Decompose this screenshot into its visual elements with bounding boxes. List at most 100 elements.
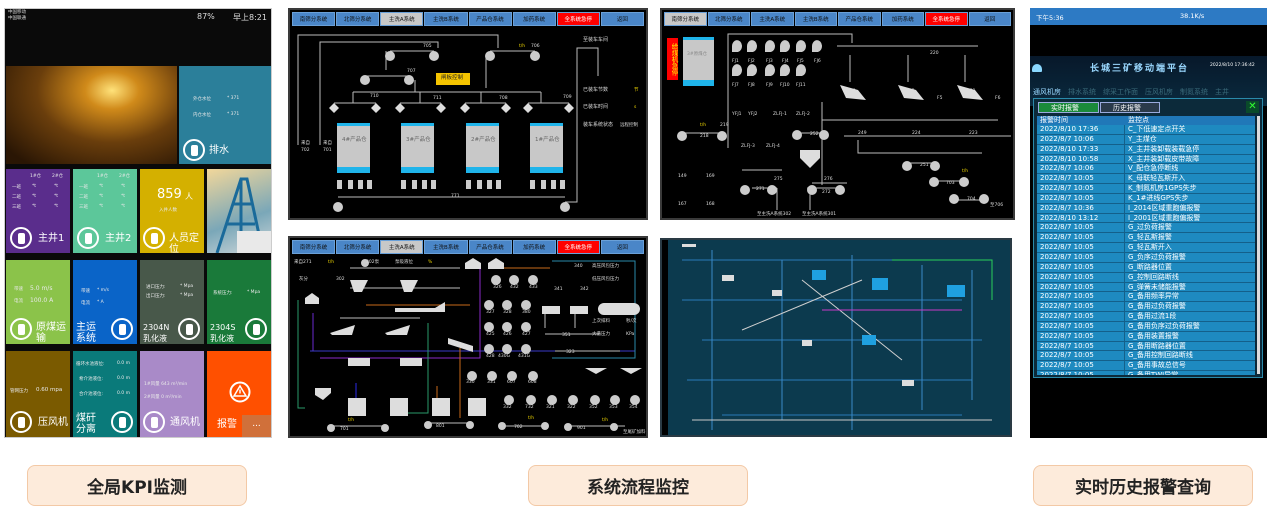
tab-2[interactable]: 主洗A系统 — [380, 240, 424, 254]
alarm-time: 2022/8/10 13:12 — [1037, 213, 1125, 223]
tile-main-transport[interactable]: 带速* m/s 电流* A 主运系统 — [73, 260, 137, 344]
tab-0[interactable]: 南筛分系统 — [292, 12, 336, 26]
nav-compressor[interactable]: 压风机房 — [1145, 88, 1173, 96]
realtime-alarm-tab[interactable]: 实时报警 — [1038, 102, 1099, 113]
tab-6[interactable]: 全系统急停 — [556, 12, 600, 26]
close-icon[interactable]: ✕ — [1246, 101, 1259, 113]
tile-personnel[interactable]: 859 人 入井人数 人员定位 — [140, 169, 204, 253]
tab-3[interactable]: 主洗B系统 — [424, 240, 468, 254]
diagram-label: YFJ2 — [748, 112, 758, 117]
tab-5[interactable]: 加药系统 — [512, 12, 556, 26]
product-bins — [337, 123, 565, 189]
tab-4[interactable]: 产品仓系统 — [468, 12, 512, 26]
tile-emulsion-2304s[interactable]: 系统压力:* Mpa 2304S乳化液 — [207, 260, 271, 344]
hoist-icon — [10, 227, 32, 249]
tab-7[interactable]: 返回 — [600, 12, 644, 26]
nav-mining-face[interactable]: 综采工作面 — [1103, 88, 1138, 96]
diagram-label: ZLFJ-2 — [796, 112, 810, 117]
alarm-time: 2022/8/7 10:05 — [1037, 312, 1125, 321]
nav-main-shaft[interactable]: 主井 — [1215, 88, 1229, 96]
diagram-label: 427 — [522, 332, 531, 337]
tab-1[interactable]: 北筛分系统 — [336, 12, 380, 26]
tile-drainage[interactable]: 外仓水位 * 371 内仓水位 * 371 排水 — [179, 66, 271, 164]
feeder-emergency-stop-button[interactable]: 给煤机急停 — [667, 38, 678, 80]
tab-7[interactable]: 返回 — [968, 12, 1011, 26]
nav-ventilation[interactable]: 通风机房 — [1033, 88, 1061, 96]
diagram-label: 608 — [528, 380, 537, 385]
tab-7[interactable]: 返回 — [600, 240, 644, 254]
diagram-label[interactable]: 闸板控制 — [441, 75, 464, 81]
tab-3[interactable]: 主洗B系统 — [424, 12, 468, 26]
tab-1[interactable]: 北筛分系统 — [707, 12, 750, 26]
tile-alarm[interactable]: 报警 ... — [207, 351, 271, 437]
nav-nitrogen[interactable]: 制氮系统 — [1180, 88, 1208, 96]
diagram-label: 354 — [629, 405, 638, 410]
tab-1[interactable]: 北筛分系统 — [336, 240, 380, 254]
diagram-label: 428 — [486, 354, 495, 359]
scrollbar[interactable] — [1257, 116, 1260, 374]
diagram-label: ZLFJ-1 — [773, 112, 787, 117]
tab-0[interactable]: 南筛分系统 — [664, 12, 707, 26]
tab-4[interactable]: 产品仓系统 — [468, 240, 512, 254]
diagram-label: 351 — [562, 333, 571, 338]
tab-5[interactable]: 加药系统 — [512, 240, 556, 254]
tab-4[interactable]: 产品仓系统 — [838, 12, 881, 26]
tile-title: 排水 — [209, 145, 229, 156]
tile-gangue-separation[interactable]: 循环水池液位:0.0 m 希介池液位:0.0 m 合介池液位:0.0 m 煤矸分… — [73, 351, 137, 437]
tile-ventilation-fan[interactable]: 1#风量 643 m³/min 2#风量 0 m³/min 通风机 — [140, 351, 204, 437]
table-row[interactable]: 2022/8/7 10:05G_备用TWJ异常 — [1037, 371, 1255, 375]
tab-5[interactable]: 加药系统 — [881, 12, 924, 26]
diagram-label: 771 — [451, 194, 460, 199]
history-alarm-tab[interactable]: 历史报警 — [1100, 102, 1160, 113]
diagram-label: 灰分 — [299, 277, 308, 282]
table-header: 报警时间 监控点 — [1037, 116, 1255, 125]
mine-tunnel-photo — [6, 66, 177, 164]
diagram-label: 远程控制 — [620, 123, 638, 128]
alarm-point: I_2001区域重跑偏报警 — [1128, 213, 1201, 222]
nav-drainage[interactable]: 排水系统 — [1068, 88, 1096, 96]
tab-6[interactable]: 全系统急停 — [925, 12, 968, 26]
tab-0[interactable]: 南筛分系统 — [292, 240, 336, 254]
bell-icon[interactable] — [1032, 64, 1042, 72]
tile-title: 2304N乳化液 — [143, 323, 170, 343]
diagram-label: FJ10 — [780, 83, 790, 88]
tab-6[interactable]: 全系统急停 — [556, 240, 600, 254]
tab-2[interactable]: 主洗A系统 — [380, 12, 424, 26]
more-button[interactable]: ... — [242, 415, 271, 437]
tab-2[interactable]: 主洗A系统 — [751, 12, 794, 26]
tab-3[interactable]: 主洗B系统 — [794, 12, 837, 26]
col: 1#仓 — [97, 174, 109, 179]
label: 带速 — [14, 287, 23, 292]
tile-emulsion-2304n[interactable]: 进口压力:* Mpa 出口压力:* Mpa 2304N乳化液 — [140, 260, 204, 344]
value: * Mpa — [180, 284, 194, 289]
